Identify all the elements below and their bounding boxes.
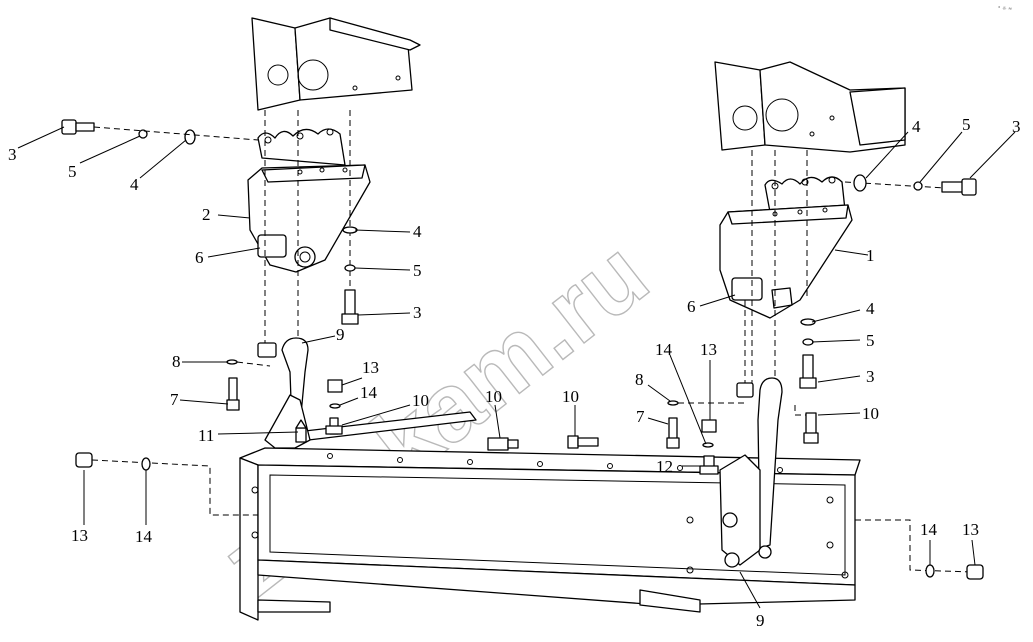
right-washer-4-mid: [800, 318, 816, 326]
callout-5-left: 5: [68, 162, 77, 181]
bottom-left-washer-14: [141, 457, 151, 471]
callout-2: 2: [202, 205, 211, 224]
left-washer-8: [226, 359, 238, 365]
callout-14-mid: 14: [360, 383, 378, 402]
bolt-10-b: [567, 435, 599, 449]
left-washer-5: [138, 129, 148, 139]
callout-3-mid-left: 3: [413, 303, 422, 322]
left-side-axis: [93, 126, 259, 141]
left-washer-4: [184, 129, 196, 145]
callout-10-a: 10: [485, 387, 502, 406]
callout-13-bottom-right: 13: [962, 520, 979, 539]
callout-6-right: 6: [687, 297, 696, 316]
corner-mark: ° ☼ ≈: [998, 6, 1012, 12]
left-nut-13: [327, 379, 343, 393]
callout-4-right-mid: 4: [866, 299, 875, 318]
callout-3-right-top: 3: [1012, 117, 1021, 136]
callout-9-top: 9: [336, 325, 345, 344]
left-washer-4-mid: [342, 226, 358, 234]
callout-3-left: 3: [8, 145, 17, 164]
callout-10-right: 10: [862, 404, 879, 423]
leader-lines: [17, 126, 1016, 609]
left-bolt-11: [325, 417, 343, 435]
left-bolt-3-mid: [341, 289, 359, 325]
bolt-10-a: [487, 437, 519, 451]
right-mounting-plate: [764, 176, 846, 213]
callout-5-right-mid: 5: [866, 331, 875, 350]
bottom-right-nut-13: [966, 564, 984, 580]
right-bolt-12: [699, 455, 719, 475]
callout-4-right-top: 4: [912, 117, 921, 136]
callout-8-right: 8: [635, 370, 644, 389]
callout-10-mid-left: 10: [412, 391, 429, 410]
cross-member: [239, 447, 861, 621]
left-stud-10-mid: [295, 419, 307, 443]
callout-9-bottom: 9: [756, 611, 765, 630]
callout-5-right-top: 5: [962, 115, 971, 134]
callout-labels: 3 5 4 2 6 4 5 3 9 8 7 13 14 10 11 10 10 …: [8, 115, 1021, 630]
left-bolt-7: [226, 377, 240, 411]
callout-1: 1: [866, 246, 875, 265]
callout-5-mid-left: 5: [413, 261, 422, 280]
right-washer-8: [667, 400, 679, 406]
right-bracket-1: [719, 204, 853, 319]
callout-4-mid-left: 4: [413, 222, 422, 241]
left-bracket-2: [247, 164, 371, 273]
right-washer-4-top: [853, 174, 867, 192]
callout-14-right: 14: [655, 340, 673, 359]
bottom-left-nut-13: [75, 452, 93, 468]
right-bolt-10: [803, 412, 819, 444]
callout-4-left: 4: [130, 175, 139, 194]
callout-8-left: 8: [172, 352, 181, 371]
callout-10-b: 10: [562, 387, 579, 406]
right-spring-9: [719, 377, 783, 568]
callout-13-bottom-left: 13: [71, 526, 88, 545]
callout-13-right: 13: [700, 340, 717, 359]
left-frame-support: [251, 17, 421, 111]
callout-6-left: 6: [195, 248, 204, 267]
left-mounting-plate: [257, 128, 346, 166]
right-washer-5-mid: [802, 338, 814, 346]
callout-7-right: 7: [636, 407, 645, 426]
callout-12: 12: [656, 457, 673, 476]
bottom-right-washer-14: [925, 564, 935, 578]
callout-7-left: 7: [170, 390, 179, 409]
left-washer-14: [329, 403, 341, 409]
right-washer-5-top: [913, 181, 923, 191]
right-frame-support: [714, 61, 906, 153]
left-washer-5-mid: [344, 264, 356, 272]
callout-14-bottom-left: 14: [135, 527, 153, 546]
right-bolt-3-top: [941, 178, 977, 196]
callout-11: 11: [198, 426, 214, 445]
right-nut-13: [701, 419, 717, 433]
callout-14-bottom-right: 14: [920, 520, 938, 539]
callout-3-right-mid: 3: [866, 367, 875, 386]
callout-13-mid: 13: [362, 358, 379, 377]
right-washer-14: [702, 442, 714, 448]
right-bolt-3-mid: [799, 354, 817, 389]
right-bolt-7: [666, 417, 680, 449]
left-side-bolt-3: [61, 119, 95, 135]
